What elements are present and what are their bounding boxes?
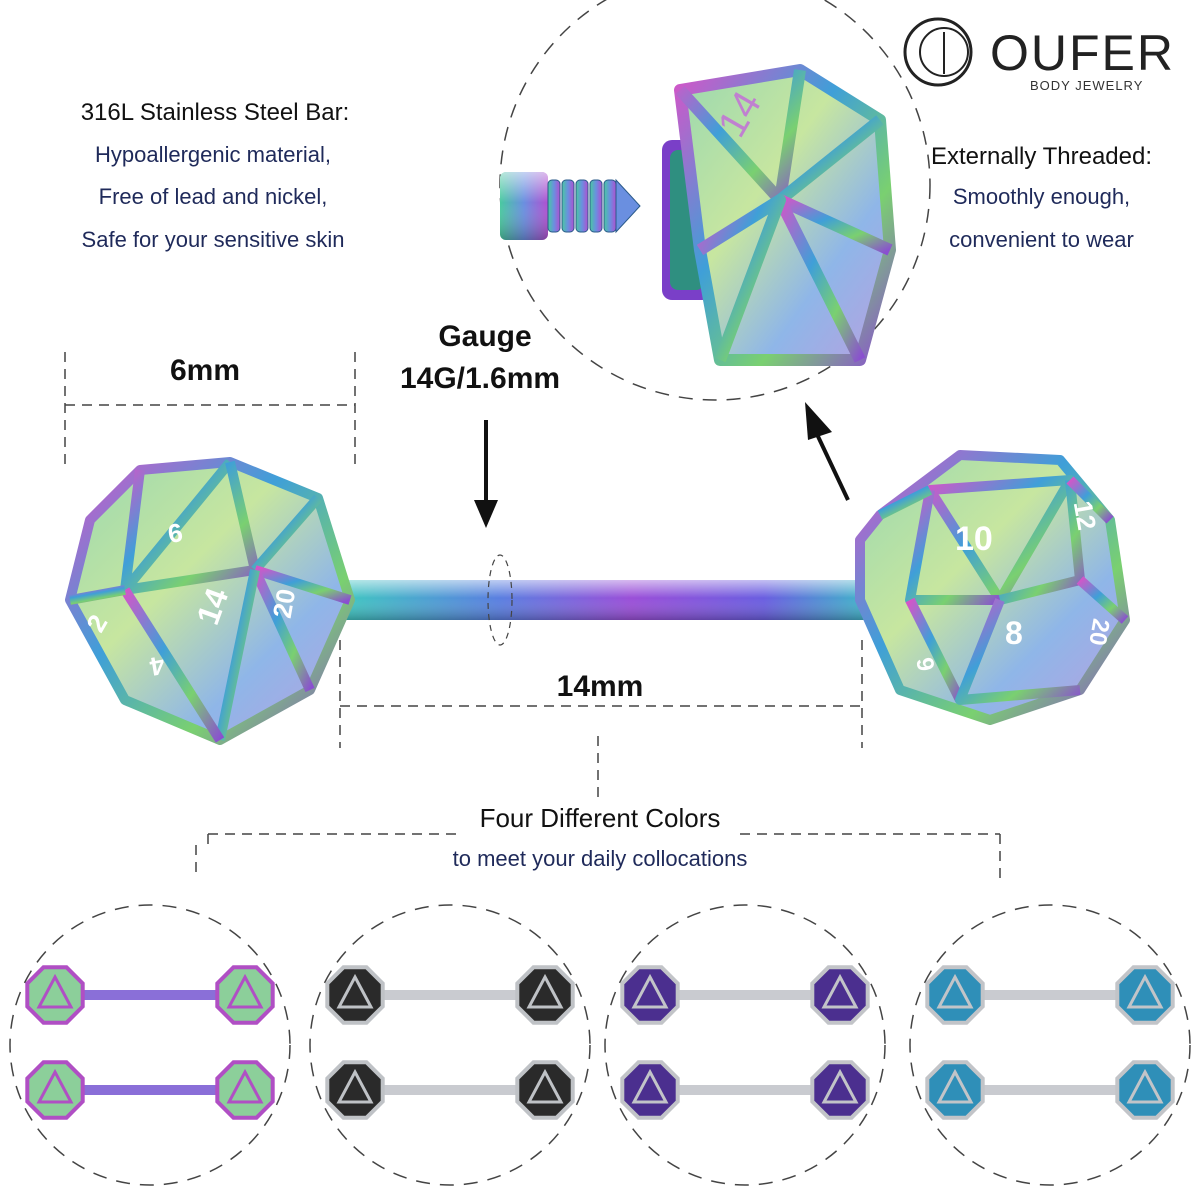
variant-die-facet <box>1126 1068 1164 1104</box>
variant-die-facet <box>36 973 74 1009</box>
variant-black[interactable] <box>325 965 575 1120</box>
brand-subtitle: BODY JEWELRY <box>1030 78 1144 93</box>
variant-die-facet <box>336 973 374 1009</box>
variant-circles <box>9 904 1191 1186</box>
variant-bar <box>670 1085 820 1095</box>
right-die-number: 8 <box>1005 615 1023 651</box>
variant-bar <box>975 1085 1125 1095</box>
variant-rainbow[interactable] <box>25 965 275 1120</box>
variant-die <box>325 1060 385 1120</box>
variant-die-facet <box>36 1068 74 1104</box>
bar-length-label: 14mm <box>556 670 644 703</box>
barbell-bar <box>340 554 870 646</box>
variant-die-facet <box>226 1068 264 1104</box>
variant-die <box>215 965 275 1025</box>
zoom-arrow <box>805 402 850 501</box>
thread-line: Smoothly enough, <box>952 184 1131 209</box>
variant-die-facet <box>936 973 974 1009</box>
variant-die-facet <box>526 973 564 1009</box>
left-die <box>65 457 355 745</box>
variant-bar <box>75 1085 225 1095</box>
variant-die-facet <box>1126 973 1164 1009</box>
variant-die <box>1115 965 1175 1025</box>
right-die <box>855 450 1130 725</box>
variant-die <box>515 1060 575 1120</box>
variant-die <box>620 965 680 1025</box>
bar-length-dimension <box>339 640 863 800</box>
colors-heading: Four Different Colors <box>479 803 721 833</box>
variant-die <box>515 965 575 1025</box>
variant-bar <box>75 990 225 1000</box>
gauge-label: Gauge <box>438 320 532 353</box>
thread-heading: Externally Threaded: <box>930 143 1152 170</box>
gauge-value: 14G/1.6mm <box>399 362 561 395</box>
material-line: Safe for your sensitive skin <box>81 227 345 252</box>
variant-blue[interactable] <box>925 965 1175 1120</box>
gauge-arrow <box>474 420 498 528</box>
variant-bar <box>375 990 525 1000</box>
colors-bracket <box>195 833 1001 878</box>
variant-die <box>925 1060 985 1120</box>
variant-die <box>325 965 385 1025</box>
material-line: Hypoallergenic material, <box>95 142 331 167</box>
material-line: Free of lead and nickel, <box>98 184 328 209</box>
variant-die <box>620 1060 680 1120</box>
variant-die-facet <box>336 1068 374 1104</box>
variant-bar <box>670 990 820 1000</box>
variant-die <box>810 1060 870 1120</box>
variant-bar <box>975 990 1125 1000</box>
variant-die <box>215 1060 275 1120</box>
variant-die-facet <box>226 973 264 1009</box>
colors-subheading: to meet your daily collocations <box>452 846 748 871</box>
variant-die-facet <box>631 973 669 1009</box>
variant-purple[interactable] <box>620 965 870 1120</box>
variant-die <box>810 965 870 1025</box>
brand-name: OUFER <box>990 25 1175 81</box>
variant-die <box>925 965 985 1025</box>
variant-die-facet <box>821 1068 859 1104</box>
variant-die-facet <box>821 973 859 1009</box>
ball-size-label: 6mm <box>169 354 241 387</box>
variant-die-facet <box>936 1068 974 1104</box>
zoomed-die: 14 <box>674 64 896 366</box>
material-heading: 316L Stainless Steel Bar: <box>80 99 350 126</box>
variant-bar <box>375 1085 525 1095</box>
variant-die-facet <box>526 1068 564 1104</box>
thread-line: convenient to wear <box>949 227 1134 252</box>
ball-size-dimension <box>64 352 356 470</box>
logo-icon <box>903 17 973 87</box>
right-die-number: 10 <box>955 520 993 558</box>
variant-die <box>25 965 85 1025</box>
brand-logo: OUFER BODY JEWELRY <box>900 10 1180 100</box>
variant-die-facet <box>631 1068 669 1104</box>
variant-die <box>25 1060 85 1120</box>
variant-die <box>1115 1060 1175 1120</box>
